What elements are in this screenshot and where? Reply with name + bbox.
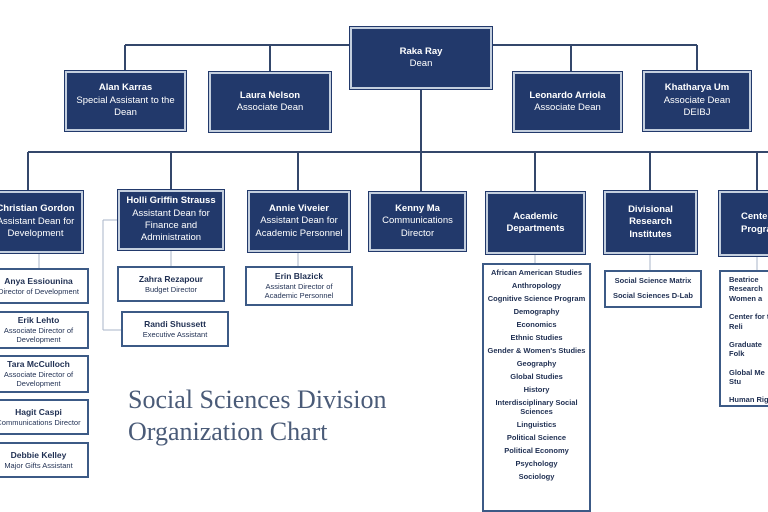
list-item: Interdisciplinary Social Sciences — [495, 397, 578, 417]
list-item: Social Sciences D-Lab — [612, 291, 694, 301]
list-item: Gender & Women's Studies — [487, 345, 586, 355]
person-name: Debbie Kelley — [10, 450, 67, 460]
list-item: History — [523, 384, 550, 394]
unit-subname: Programs — [741, 223, 768, 235]
list-item: Sociology — [518, 471, 555, 481]
person-name: Kenny Ma — [395, 202, 440, 214]
laura-nelson-box: Laura Nelson Associate Dean — [208, 71, 332, 133]
person-title: Communications Director — [382, 215, 453, 239]
list-item: African American Studies — [491, 268, 582, 277]
person-name: Annie Viveier — [268, 202, 330, 214]
chart-title-line-2: Organization Chart — [128, 417, 328, 446]
person-title: Executive Assistant — [142, 329, 208, 339]
staff-box: Anya Essiounina Director of Development — [0, 268, 89, 304]
divisional-research-institutes-box: Divisional Research Institutes — [603, 190, 698, 255]
person-name: Erik Lehto — [17, 315, 60, 326]
person-name: Zahra Rezapour — [138, 274, 204, 284]
person-title: Associate Dean — [534, 102, 601, 113]
person-title: Major Gifts Assistant — [4, 460, 73, 470]
person-title: Budget Director — [144, 284, 198, 294]
list-item: Human Righ — [729, 395, 768, 405]
academic-departments-box: Academic Departments — [485, 191, 586, 255]
centers-list: Beatrice Research Women a Center for t R… — [719, 270, 768, 407]
leonardo-arriola-box: Leonardo Arriola Associate Dean — [512, 71, 623, 133]
person-name: Laura Nelson — [239, 89, 301, 101]
person-name: Leonardo Arriola — [529, 89, 606, 101]
list-item: Global Studies — [510, 371, 563, 381]
kenny-ma-box: Kenny Ma Communications Director — [368, 191, 467, 252]
list-item: Psychology — [515, 458, 558, 468]
person-title: Assistant Dean for Finance and Administr… — [132, 207, 210, 244]
staff-box: Hagit Caspi Communications Director — [0, 399, 89, 435]
khatharya-um-box: Khatharya Um Associate Dean DEIBJ — [642, 70, 752, 132]
list-item: Social Science Matrix — [614, 276, 692, 285]
staff-box: Tara McCulloch Associate Director of Dev… — [0, 355, 89, 393]
person-name: Anya Essiounina — [4, 276, 73, 286]
list-item: Center for t Reli — [729, 312, 768, 331]
person-title: Special Assistant to the Dean — [76, 94, 175, 119]
alan-karras-box: Alan Karras Special Assistant to the Dea… — [64, 70, 187, 132]
chart-title: Social Sciences Division Organization Ch… — [128, 384, 448, 448]
person-title: Assistant Dean for Academic Personnel — [255, 215, 343, 239]
person-name: Hagit Caspi — [15, 407, 62, 417]
institutes-list: Social Science Matrix Social Sciences D-… — [604, 270, 702, 308]
list-item: Ethnic Studies — [510, 332, 563, 342]
dean-title: Dean — [409, 58, 433, 69]
person-name: Khatharya Um — [664, 82, 730, 94]
person-title: Assistant Dean for Development — [0, 215, 75, 240]
list-item: Linguistics — [516, 420, 557, 430]
person-title: Associate Dean DEIBJ — [663, 94, 731, 119]
christian-gordon-box: Christian Gordon Assistant Dean for Deve… — [0, 190, 84, 254]
list-item: Economics — [516, 319, 557, 329]
person-title: Associate Dean — [236, 102, 304, 113]
person-name: Erin Blazick — [274, 271, 324, 282]
staff-box: Erik Lehto Associate Director of Develop… — [0, 311, 89, 349]
staff-box: Debbie Kelley Major Gifts Assistant — [0, 442, 89, 478]
person-title: Associate Director of Development — [3, 369, 74, 389]
list-item: Political Economy — [504, 445, 569, 455]
list-item: Political Science — [506, 433, 567, 442]
person-name: Randi Shussett — [144, 319, 206, 329]
staff-box: Randi Shussett Executive Assistant — [121, 311, 229, 347]
person-name: Christian Gordon — [0, 203, 75, 215]
person-title: Assistant Director of Academic Personnel — [264, 281, 334, 301]
unit-name: Academic Departments — [506, 210, 565, 234]
list-item: Cognitive Science Program — [487, 293, 586, 303]
list-item: Graduate Folk — [729, 339, 762, 359]
centers-box: Centers Programs — [718, 190, 768, 257]
staff-box: Zahra Rezapour Budget Director — [117, 266, 225, 302]
list-item: Beatrice Research Women a — [729, 275, 763, 303]
person-name: Holli Griffin Strauss — [126, 195, 216, 207]
person-title: Director of Development — [0, 286, 79, 296]
person-title: Communications Director — [0, 417, 81, 427]
dean-box: Raka Ray Dean — [349, 26, 493, 90]
person-title: Associate Director of Development — [3, 325, 74, 345]
annie-viveier-box: Annie Viveier Assistant Dean for Academi… — [247, 190, 351, 253]
dean-name: Raka Ray — [399, 45, 443, 57]
chart-title-line-1: Social Sciences Division — [128, 385, 387, 414]
list-item: Demography — [513, 306, 560, 316]
list-item: Global Me Stu — [729, 367, 765, 386]
unit-name: Divisional Research Institutes — [628, 203, 673, 240]
staff-box: Erin Blazick Assistant Director of Acade… — [245, 266, 353, 306]
departments-list: African American Studies Anthropology Co… — [482, 263, 591, 512]
holli-griffin-strauss-box: Holli Griffin Strauss Assistant Dean for… — [117, 189, 225, 251]
list-item: Anthropology — [511, 280, 562, 290]
unit-name: Centers — [741, 211, 768, 223]
list-item: Geography — [516, 358, 557, 368]
person-name: Tara McCulloch — [7, 359, 70, 370]
person-name: Alan Karras — [98, 82, 153, 94]
